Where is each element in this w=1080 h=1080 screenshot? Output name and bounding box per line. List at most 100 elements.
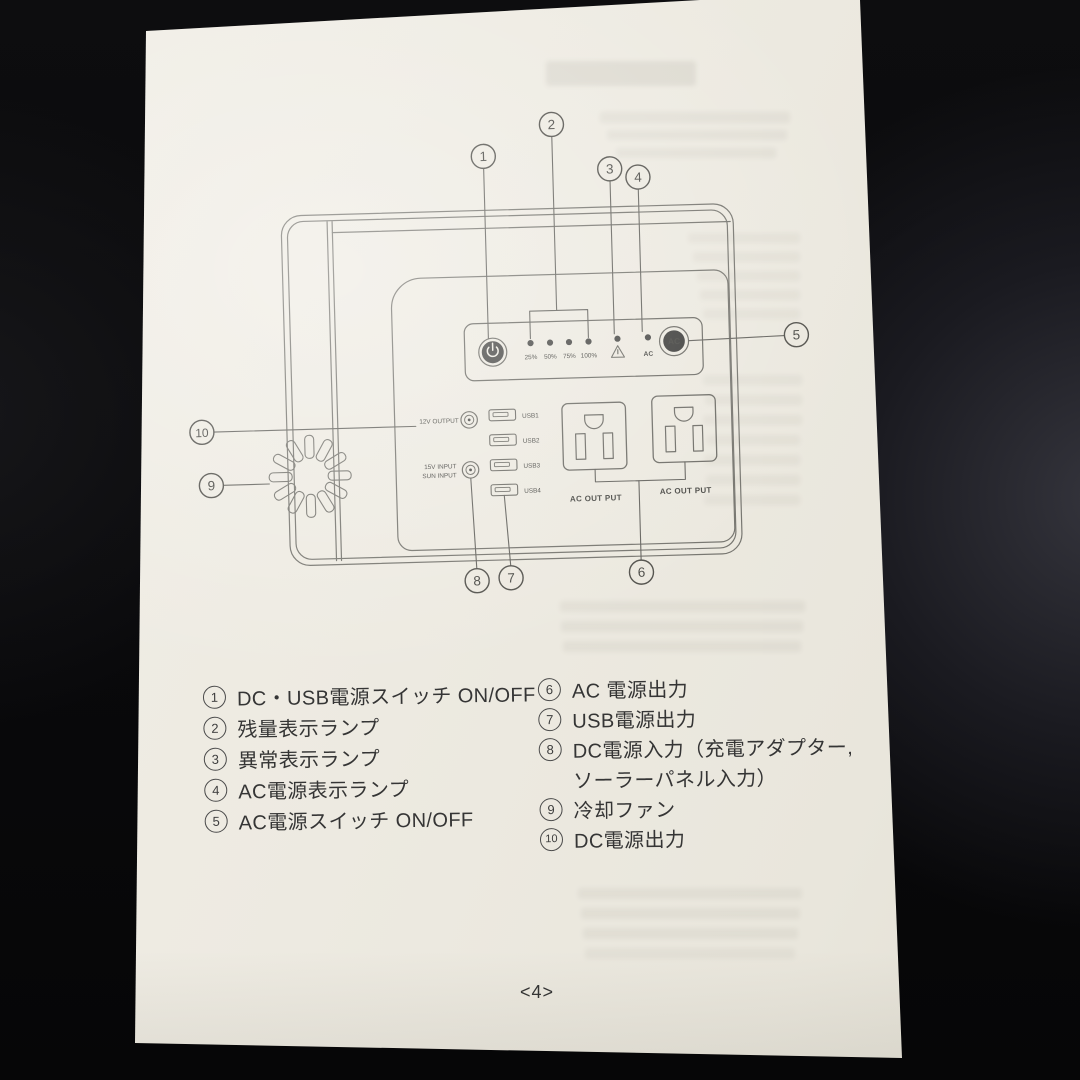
callout-7: 7 xyxy=(499,565,524,590)
bleed-line xyxy=(706,435,800,445)
led-label-75: 75% xyxy=(563,353,576,360)
dc-input-jack: 15V INPUT SUN INPUT xyxy=(422,461,479,480)
legend-label-1: DC・USB電源スイッチ ON/OFF xyxy=(236,683,536,710)
legend-label-8-line2: ソーラーパネル入力） xyxy=(573,767,778,793)
bleed-line xyxy=(703,375,802,385)
usb-port-2-label: USB2 xyxy=(523,437,540,444)
callout-1-number: 1 xyxy=(479,149,487,164)
usb-port-3: USB3 xyxy=(490,458,541,470)
callout-1: 1 xyxy=(471,144,496,169)
bleed-line xyxy=(581,908,800,919)
legend-item-9: 9 冷却ファン xyxy=(539,794,854,823)
device-diagram: 25% 50% 75% 100% AC AC xyxy=(142,70,857,649)
dc-input-label-2: SUN INPUT xyxy=(422,472,457,480)
callout-5-number: 5 xyxy=(792,327,800,342)
legend-label-7: USB電源出力 xyxy=(572,708,697,733)
callout-9-number: 9 xyxy=(207,478,215,493)
bleed-line xyxy=(705,395,802,405)
legend-item-1: 1 DC・USB電源スイッチ ON/OFF xyxy=(202,681,536,710)
dc-output-label: 12V OUTPUT xyxy=(419,418,459,426)
bleed-line xyxy=(697,271,800,281)
cooling-fan-icon xyxy=(268,434,352,518)
legend-num-9: 9 xyxy=(539,797,563,821)
callout-10-number: 10 xyxy=(195,426,209,440)
bleed-line xyxy=(688,233,800,243)
callout-8-number: 8 xyxy=(473,573,481,588)
callout-6: 6 xyxy=(629,560,654,585)
legend-num-3: 3 xyxy=(203,747,227,771)
control-panel: 25% 50% 75% 100% AC AC xyxy=(464,317,703,381)
callout-7-number: 7 xyxy=(507,570,515,585)
bleed-line xyxy=(704,495,800,505)
ac-led: AC xyxy=(644,334,654,358)
bleed-line xyxy=(561,621,803,632)
legend-label-5: AC電源スイッチ ON/OFF xyxy=(238,808,474,834)
led-label-25: 25% xyxy=(524,354,537,361)
battery-level-leds: 25% 50% 75% 100% xyxy=(524,338,598,361)
bleed-line xyxy=(578,888,802,899)
page-number: <4> xyxy=(519,982,555,1002)
usb-port-4: USB4 xyxy=(491,483,541,495)
ac-power-button: AC xyxy=(659,326,689,356)
dc-input-label-1: 15V INPUT xyxy=(424,463,457,471)
usb-port-3-label: USB3 xyxy=(523,462,540,469)
callout-9: 9 xyxy=(199,473,224,498)
bleed-line xyxy=(583,928,798,939)
led-label-50: 50% xyxy=(544,353,557,360)
callout-3-number: 3 xyxy=(606,161,614,176)
legend-item-10: 10 DC電源出力 xyxy=(539,824,855,852)
warning-led xyxy=(611,335,625,357)
legend-num-5: 5 xyxy=(204,809,228,833)
legend-item-5: 5 AC電源スイッチ ON/OFF xyxy=(204,805,538,834)
usb-port-2: USB2 xyxy=(490,433,540,445)
legend-label-3: 異常表示ランプ xyxy=(237,747,381,772)
usb-port-4-label: USB4 xyxy=(524,487,541,494)
ac-outlet-1-label: AC OUT PUT xyxy=(570,493,622,503)
legend-item-7: 7 USB電源出力 xyxy=(538,704,853,732)
legend-num-4: 4 xyxy=(204,778,228,802)
bleed-line xyxy=(607,130,787,140)
legend-label-9: 冷却ファン xyxy=(573,798,676,823)
legend-num-6: 6 xyxy=(537,677,562,701)
bleed-line xyxy=(560,601,805,612)
ac-button-label: AC xyxy=(668,336,681,346)
callout-lines xyxy=(206,130,791,576)
usb-port-1: USB1 xyxy=(489,408,539,420)
callout-5: 5 xyxy=(784,322,809,347)
legend-label-8: DC電源入力（充電アダプター, xyxy=(572,736,854,763)
callout-2: 2 xyxy=(539,112,564,137)
bleed-line xyxy=(703,415,802,425)
usb-ports: USB1 USB2 USB3 USB4 xyxy=(489,408,541,495)
ac-outlet-1: AC OUT PUT xyxy=(562,402,628,504)
legend-label-4: AC電源表示ランプ xyxy=(238,778,410,803)
bleed-line xyxy=(693,252,800,262)
legend-num-10: 10 xyxy=(539,827,564,851)
legend-column-right: 6 AC 電源出力 7 USB電源出力 8 DC電源入力（充電アダプター, ソー… xyxy=(537,674,855,852)
callout-8: 8 xyxy=(465,568,490,593)
bleed-line xyxy=(600,112,790,123)
bleed-line xyxy=(616,148,776,158)
legend: 1 DC・USB電源スイッチ ON/OFF 2 残量表示ランプ 3 異常表示ラン… xyxy=(135,0,902,852)
led-label-100: 100% xyxy=(581,352,598,359)
dc-output-jack: 12V OUTPUT xyxy=(419,411,478,429)
legend-num-7: 7 xyxy=(538,707,562,731)
callout-2-number: 2 xyxy=(547,117,555,132)
usb-port-1-label: USB1 xyxy=(522,412,539,419)
callout-6-number: 6 xyxy=(638,565,646,580)
legend-item-4: 4 AC電源表示ランプ xyxy=(204,774,537,803)
ac-led-label: AC xyxy=(644,351,654,358)
callout-4-number: 4 xyxy=(634,170,642,185)
device-body-outline xyxy=(281,203,743,565)
callout-10: 10 xyxy=(190,420,215,445)
legend-item-3: 3 異常表示ランプ xyxy=(203,743,537,772)
ac-outlet-2-label: AC OUT PUT xyxy=(660,486,712,496)
power-button-icon xyxy=(478,338,507,367)
legend-num-1: 1 xyxy=(202,685,227,709)
ac-outlet-2: AC OUT PUT xyxy=(652,395,718,496)
legend-num-8: 8 xyxy=(538,737,562,761)
legend-item-2: 2 残量表示ランプ xyxy=(203,712,536,741)
bleed-line xyxy=(703,309,800,319)
bleed-line xyxy=(546,61,696,86)
